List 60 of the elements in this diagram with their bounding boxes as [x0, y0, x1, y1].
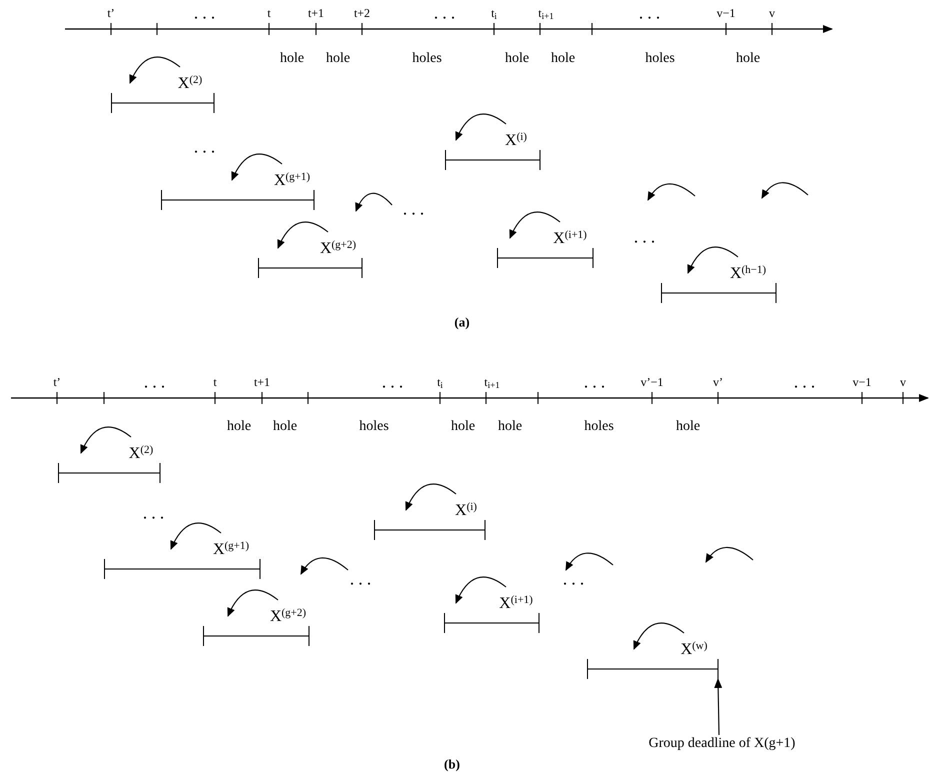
tick-label: t [267, 7, 271, 19]
hole-label: holes [359, 420, 389, 434]
hole-label: hole [498, 420, 522, 434]
ellipsis: . . . [794, 376, 816, 390]
ellipsis: . . . [434, 8, 456, 20]
ellipsis: . . . [634, 232, 656, 244]
hole-label: hole [504, 52, 530, 66]
ellipsis: . . . [584, 376, 606, 390]
hole-label: holes [412, 52, 442, 66]
ellipsis: . . . [194, 142, 216, 154]
ellipsis: . . . [639, 8, 661, 20]
ellipsis: . . . [563, 574, 585, 586]
tick-label: t$_{i+1}$ [484, 376, 500, 388]
tick-label: v [769, 7, 775, 19]
hole-label: hole [280, 52, 304, 66]
ellipsis: . . . [194, 8, 216, 20]
interval-label: X$^{(g+1)}$ [274, 173, 310, 189]
tick-label: t’ [107, 7, 115, 19]
tick-label: t$_{i}$ [437, 376, 443, 388]
tick-label: t$_{i}$ [491, 7, 497, 19]
hole-label: hole [676, 420, 700, 434]
interval-label: X$^{(2)}$ [128, 446, 154, 462]
hole-label: hole [450, 420, 476, 434]
interval-label: X$^{(g+2)}$ [320, 241, 356, 257]
tick-label: t [213, 376, 217, 388]
tick-label: t’ [53, 376, 61, 388]
interval-label: X$^{(i+1)}$ [499, 596, 533, 612]
tick-label: v’−1 [640, 376, 664, 388]
ellipsis: . . . [143, 508, 165, 520]
hole-label: holes [584, 420, 614, 434]
tick-label: t+1 [308, 7, 324, 19]
arrow [714, 678, 722, 735]
interval-label: X$^{(h−1)}$ [730, 266, 766, 282]
interval-label: X$^{(i)}$ [455, 503, 477, 519]
hole-label: holes [645, 52, 675, 66]
tick-label: v−1 [852, 376, 872, 388]
tick-label: t+1 [254, 376, 270, 388]
tick-label: v [900, 376, 906, 388]
hole-label: hole [272, 420, 298, 434]
interval-label: X$^{(i+1)}$ [553, 231, 587, 247]
hole-label: hole [550, 52, 576, 66]
panel-label: (b) [444, 758, 460, 770]
annotation-text: Group deadline of X(g+1) [648, 737, 796, 751]
tick-label: t$_{i+1}$ [538, 7, 554, 19]
ellipsis: . . . [144, 376, 166, 390]
tick-label: v’ [713, 376, 723, 388]
ellipsis: . . . [382, 376, 404, 390]
ellipsis: . . . [350, 574, 372, 586]
interval-label: X$^{(g+1)}$ [212, 542, 250, 558]
tick-label: v−1 [716, 7, 736, 19]
tick-label: t+2 [354, 7, 370, 19]
interval-label: X$^{(2)}$ [178, 76, 202, 92]
interval-label: X$^{(g+2)}$ [270, 609, 306, 625]
hole-label: hole [326, 52, 350, 66]
hole-label: hole [736, 52, 760, 66]
interval-label: X$^{(w)}$ [680, 642, 708, 658]
interval-label: X$^{(i)}$ [505, 133, 527, 149]
hole-label: hole [226, 420, 252, 434]
panel-label: (a) [454, 316, 470, 328]
ellipsis: . . . [403, 204, 425, 216]
